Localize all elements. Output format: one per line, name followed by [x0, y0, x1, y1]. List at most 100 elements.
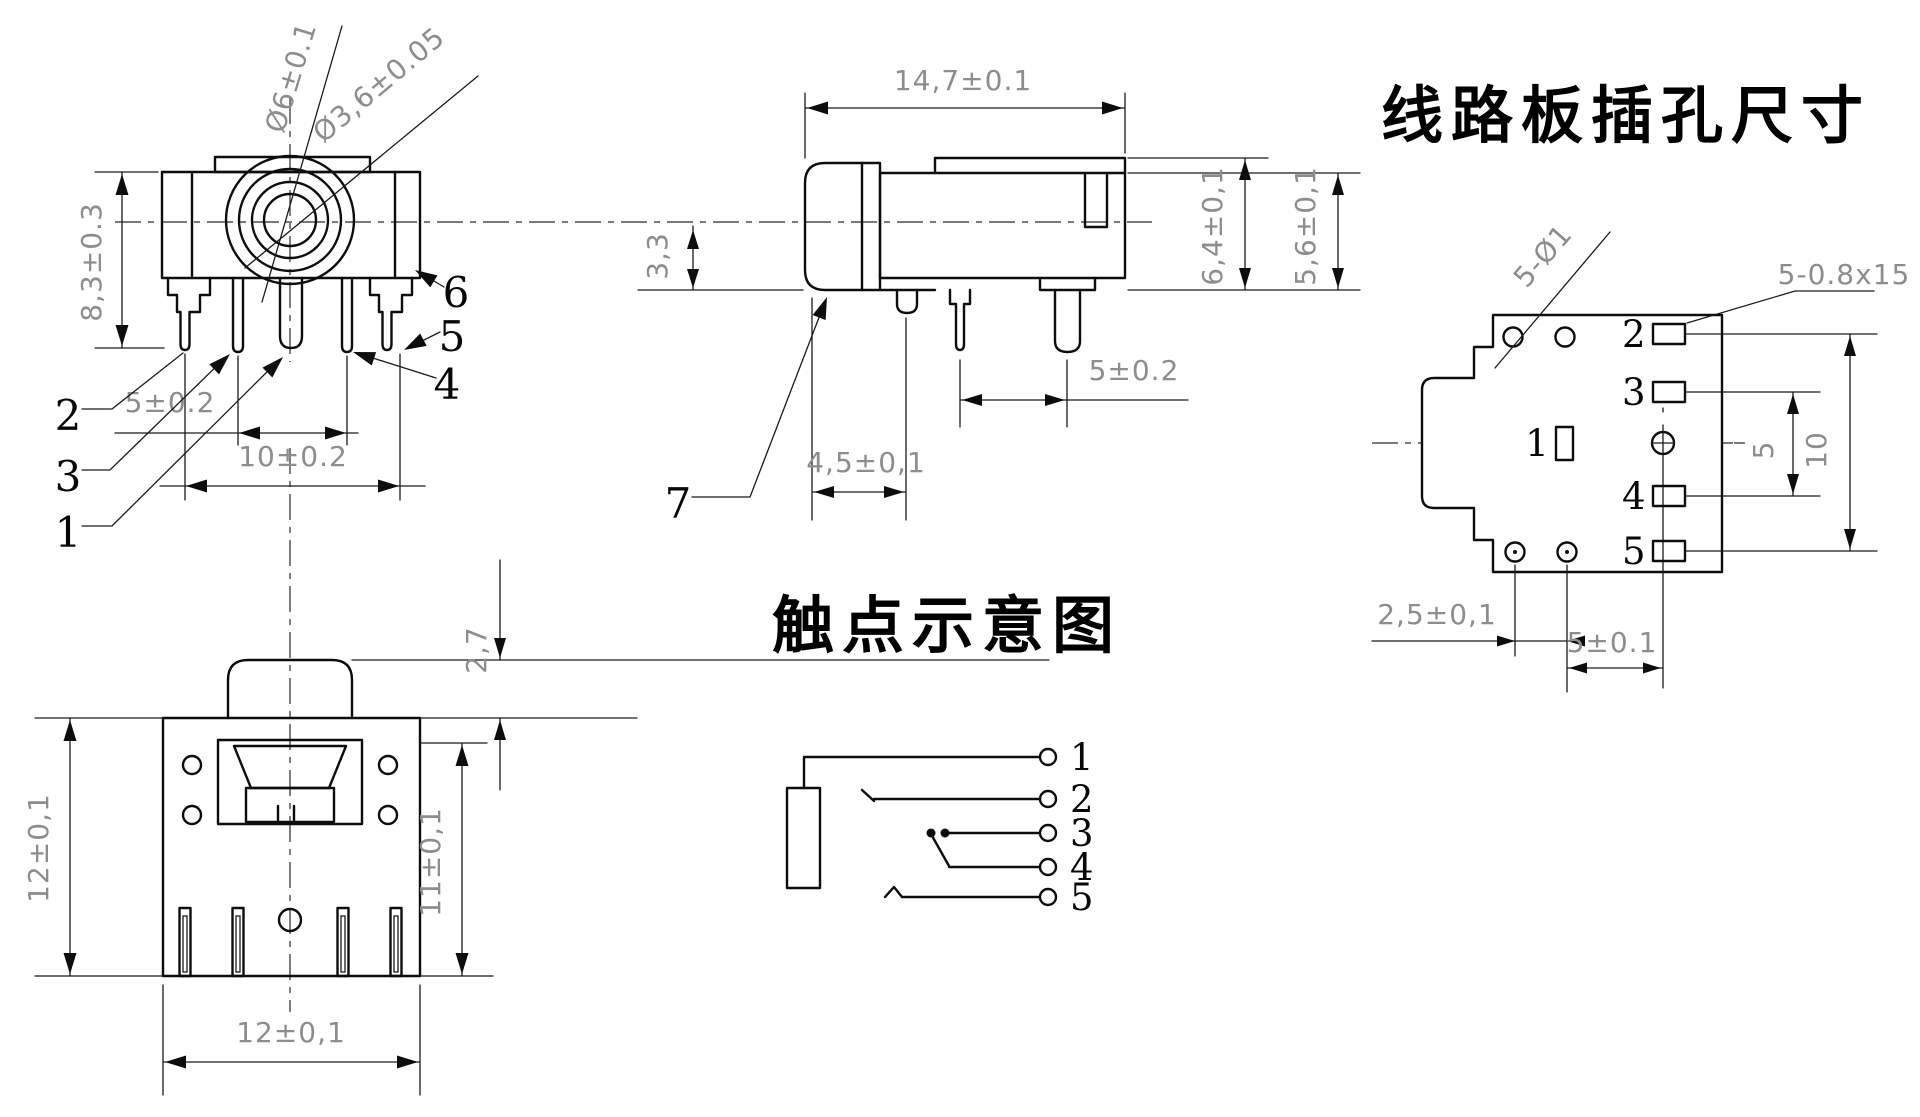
- arrowhead: [1567, 635, 1585, 647]
- jack-bore: [262, 192, 318, 248]
- pcb-slots-note: 5-0.8x15: [1778, 258, 1911, 291]
- pcb-pad-number-5: 5: [1622, 530, 1646, 573]
- leader-number-5: 5: [439, 312, 466, 361]
- side-pin-front: [895, 288, 919, 315]
- dim-length-lines: [804, 92, 1126, 159]
- arrowhead: [1332, 268, 1344, 288]
- boss-hole: [181, 754, 203, 776]
- terminal-circle-5: [1038, 887, 1058, 907]
- dia36-leader: [244, 75, 479, 269]
- dim-front-pitch-large: 10±0.2: [238, 440, 348, 473]
- arrowhead: [1787, 474, 1799, 494]
- arrowhead: [404, 333, 427, 350]
- arrowhead: [186, 479, 207, 493]
- dia6-leader: [261, 25, 343, 303]
- leader-number-6: 6: [443, 268, 470, 317]
- pin-5: [368, 276, 414, 352]
- slot: [336, 906, 350, 978]
- arrowhead: [1332, 175, 1344, 195]
- boss-hole: [181, 804, 203, 826]
- dim-front-pitch-small: 5±0.2: [125, 386, 216, 419]
- terminal-number-1: 1: [1070, 736, 1094, 779]
- pcb-pad-1: [1554, 425, 1575, 462]
- bottom-window-ticks: [276, 804, 296, 824]
- arrowhead: [1102, 101, 1123, 115]
- arrowhead: [494, 720, 506, 740]
- reference-lines: [34, 98, 1152, 1012]
- dim-pcb-hole-pitch: 5±0.1: [1567, 626, 1658, 659]
- leader-line-2: [81, 352, 184, 410]
- contact-lever: [929, 832, 951, 868]
- slot-inner: [340, 915, 346, 973]
- jack-ring-3: [250, 180, 330, 260]
- side-body: [878, 156, 1127, 280]
- dim-side-pin-pitch: 5±0.2: [1089, 354, 1180, 387]
- dim-panel-gap: 2,7: [460, 626, 493, 674]
- arrowhead: [115, 174, 129, 195]
- arrowhead: [1844, 336, 1856, 356]
- arrowhead: [63, 953, 77, 974]
- arrowhead: [1497, 635, 1515, 647]
- dim-pcb-hole-offset: 2,5±0,1: [1377, 598, 1497, 631]
- pin-3: [278, 276, 304, 350]
- terminal-circle-4: [1038, 857, 1058, 877]
- dim-face-to-pin: 4,5±0,1: [806, 446, 926, 479]
- pcb-pad-number-1: 1: [1525, 422, 1549, 465]
- leader-number-2: 2: [55, 391, 82, 440]
- pcb-hole-center: [1565, 550, 1569, 554]
- contact-wire-5: [883, 885, 1042, 899]
- leader-number-7: 7: [665, 479, 692, 528]
- terminal-circle-2: [1038, 789, 1058, 809]
- arrowhead: [397, 1055, 418, 1069]
- pcb-hole: [1556, 541, 1578, 563]
- terminal-circle-3: [1038, 823, 1058, 843]
- front-body: [160, 170, 422, 280]
- leader-number-1: 1: [55, 508, 82, 557]
- panel-gap-dim: 2,7: [460, 559, 506, 791]
- slot-inner: [182, 915, 188, 973]
- arrowhead: [115, 325, 129, 346]
- plug-symbol: [785, 786, 822, 890]
- dim-height-lines: [94, 171, 165, 349]
- contact-title: 触点示意图: [772, 589, 1122, 662]
- bottom-body: [161, 716, 422, 978]
- pcb-title: 线路板插孔尺寸: [1381, 79, 1871, 152]
- dim-pitch-large-lines: [159, 353, 426, 501]
- dim-front-height: 8,3±0.3: [75, 202, 108, 322]
- arrowhead: [884, 486, 904, 498]
- contact-wire-1: [802, 755, 1042, 790]
- arrowhead: [353, 352, 377, 366]
- dim-side-length: 14,7±0.1: [894, 64, 1032, 97]
- front-view: Ø6±0.1 Ø3,6±0.05 8,3±0.3 5±0.2 10±0.2 2 …: [55, 18, 479, 557]
- pcb-hole: [1554, 326, 1576, 348]
- slot-inner: [393, 915, 399, 973]
- arrowhead: [239, 426, 260, 440]
- terminal-number-2: 2: [1070, 778, 1094, 821]
- pcb-pad-ref-lines: [1684, 333, 1878, 552]
- pcb-hole-center: [1513, 550, 1517, 554]
- boss-hole: [377, 754, 399, 776]
- dim-height-a: 6,4±0,1: [1196, 166, 1229, 286]
- side-pin-mid: [948, 288, 972, 352]
- slot: [178, 906, 192, 978]
- center-pin-hole: [277, 907, 303, 933]
- terminal-number-4: 4: [1070, 846, 1094, 889]
- dim-flange-offset: 3,3: [641, 232, 674, 280]
- dim-dia-inner: Ø3,6±0.05: [306, 20, 451, 149]
- dim-11-lines: [419, 742, 488, 977]
- front-body-posts: [190, 170, 397, 280]
- arrowhead: [209, 354, 230, 375]
- slot: [389, 906, 403, 978]
- arrowhead: [814, 486, 834, 498]
- terminal-circle-1: [1038, 747, 1058, 767]
- arrowhead: [455, 953, 469, 974]
- pin-2: [231, 276, 245, 354]
- dim-bottom-width-left: 12±0,1: [22, 793, 55, 903]
- pcb-view: 线路板插孔尺寸 1 2 3 4 5 5 10 5-Ø1: [1371, 79, 1911, 693]
- leader-line-1: [81, 359, 280, 527]
- arrowhead: [378, 479, 399, 493]
- contact-diagram: 触点示意图 1 2 3 4 5: [772, 589, 1122, 919]
- side-flange: [803, 161, 882, 292]
- arrowhead: [812, 297, 827, 321]
